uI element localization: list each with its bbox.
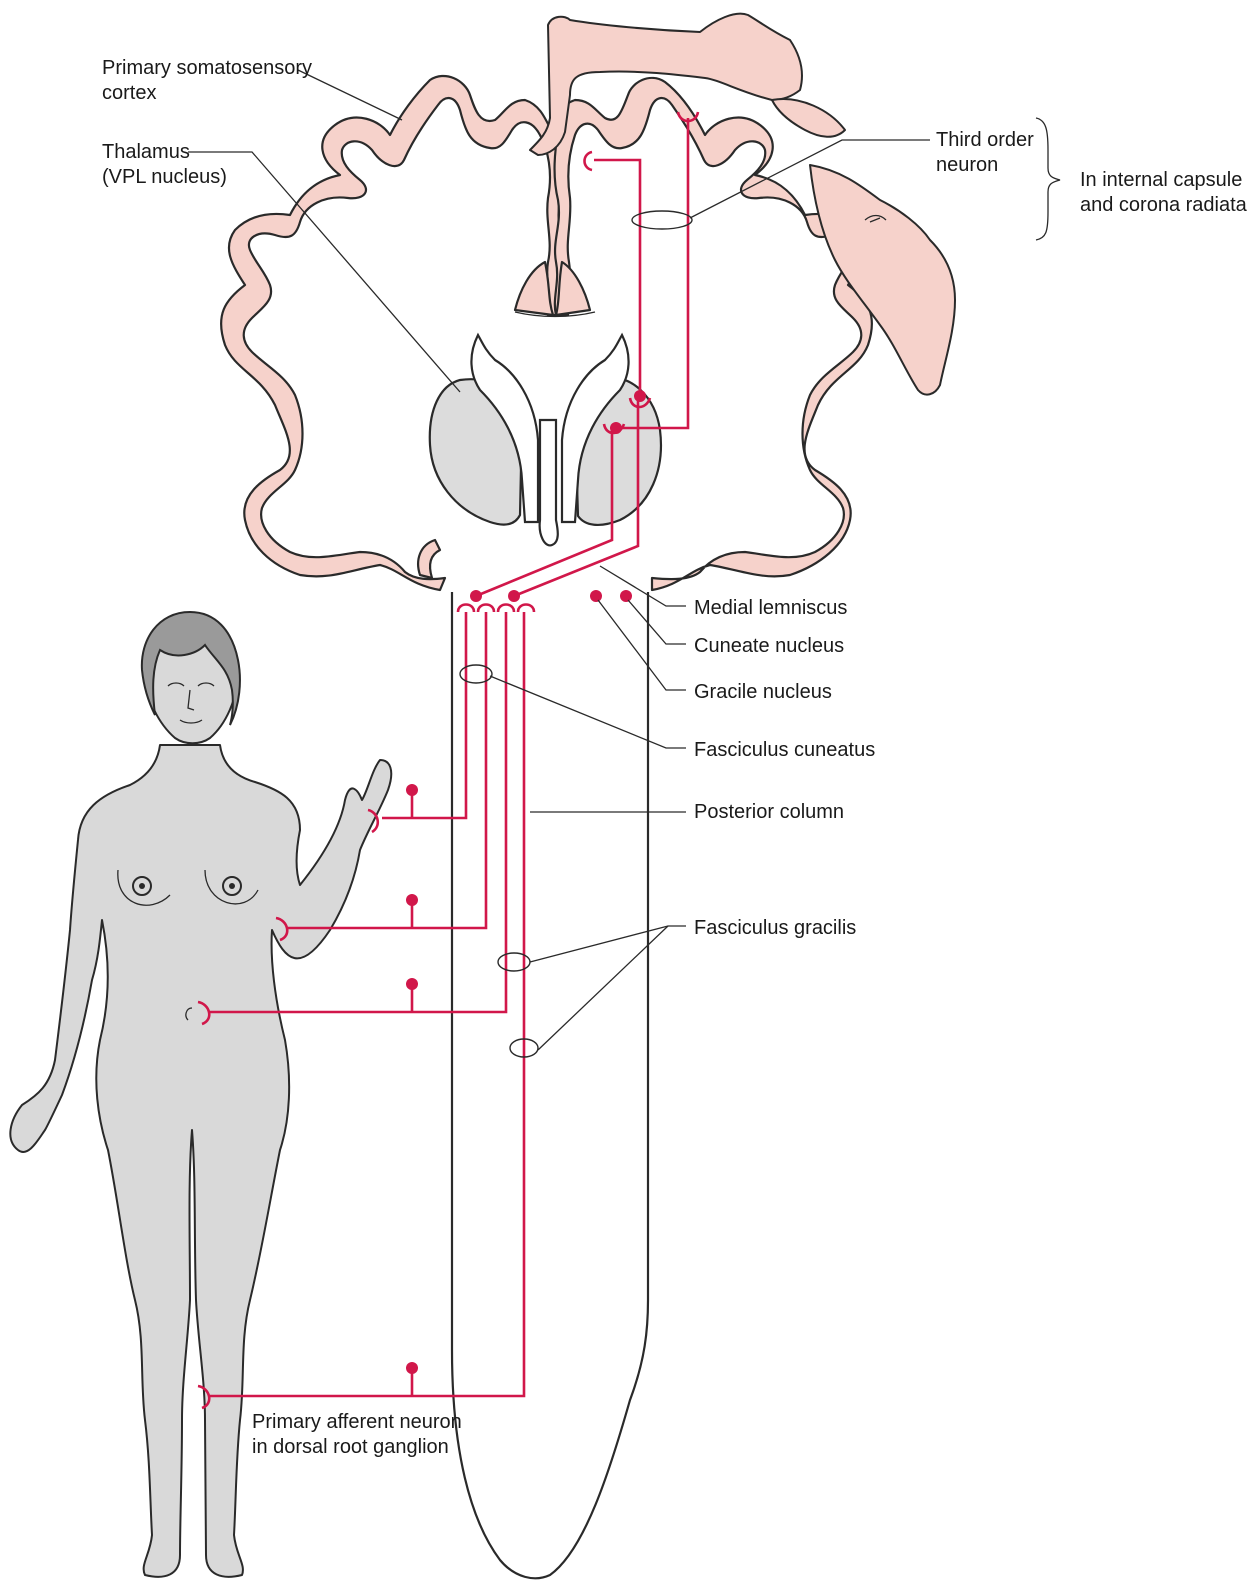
right-nipple: [222, 876, 242, 896]
label-posterior-column: Posterior column: [694, 801, 844, 823]
body-outline: [9, 744, 393, 1578]
breast-contours: [117, 869, 259, 906]
homunculus-eye: [864, 214, 887, 223]
cortex-terminal-a: [676, 111, 700, 123]
receptor-hand: [367, 808, 380, 834]
second-order-neuron-a: [475, 430, 614, 598]
neuron-pathways: [197, 111, 700, 1410]
brain-coronal-section: [220, 74, 873, 592]
labels: Primary somatosensory cortex Thalamus (V…: [102, 57, 1248, 1458]
leader-medial-lemniscus: [599, 565, 686, 607]
fasciculus-gracilis-ring-lower: [509, 1038, 539, 1058]
leader-fasciculus-cuneatus: [489, 675, 686, 749]
left-inner-sulci: [417, 538, 442, 580]
medial-gyrus: [513, 260, 555, 317]
right-nipple-center: [229, 883, 235, 889]
receptor-arm: [275, 916, 289, 942]
leader-primary-somatosensory-cortex: [297, 69, 403, 121]
label-fasciculus-gracilis: Fasciculus gracilis: [694, 917, 856, 939]
label-primary-somatosensory-cortex-line2: cortex: [102, 82, 156, 104]
medulla-terminals: [456, 603, 536, 613]
label-third-order-neuron-line1: Third order: [936, 129, 1034, 151]
leader-thalamus: [188, 151, 461, 393]
right-cortex: [553, 76, 873, 592]
label-primary-afferent-neuron-line2: in dorsal root ganglion: [252, 1436, 449, 1458]
ganglion-trunk: [406, 978, 418, 990]
sensory-homunculus: [529, 12, 956, 396]
cuneate-nucleus-marker: [620, 590, 632, 602]
medial-gyrus-right: [554, 260, 592, 317]
third-ventricle: [538, 418, 559, 547]
label-third-order-neuron-line2: neuron: [936, 154, 998, 176]
leader-cuneate-nucleus: [627, 599, 686, 645]
left-nipple: [132, 876, 152, 896]
ganglion-leg: [406, 1362, 418, 1374]
navel: [185, 1007, 193, 1021]
label-internal-capsule-line2: and corona radiata: [1080, 194, 1248, 216]
homunculus-leg: [529, 12, 803, 156]
leader-third-order-neuron: [689, 139, 930, 219]
spinal-cord: [450, 592, 650, 1580]
homunculus-face: [809, 164, 956, 396]
left-cortex: [220, 74, 564, 592]
internal-capsule-brace: [1035, 117, 1061, 241]
label-cuneate-nucleus: Cuneate nucleus: [694, 635, 844, 657]
leader-gracile-nucleus: [597, 599, 686, 691]
fasciculus-cuneatus-ring: [459, 664, 493, 684]
hair: [140, 610, 241, 726]
left-internal-capsule: [470, 332, 540, 524]
ganglion-hand: [406, 784, 418, 796]
left-nipple-center: [139, 883, 145, 889]
afferent-arm: [288, 612, 488, 930]
label-internal-capsule-line1: In internal capsule: [1080, 169, 1242, 191]
corpus-callosum-line: [514, 311, 596, 318]
thalamic-terminal-b: [628, 397, 652, 409]
label-thalamus-line2: (VPL nucleus): [102, 166, 227, 188]
afferent-trunk: [210, 612, 508, 1014]
face-features: [167, 682, 215, 724]
ganglion-arm: [406, 894, 418, 906]
homunculus-arm: [771, 98, 846, 138]
label-gracile-nucleus: Gracile nucleus: [694, 681, 832, 703]
cortex-terminal-b: [583, 150, 593, 172]
label-primary-afferent-neuron-line1: Primary afferent neuron: [252, 1411, 462, 1433]
third-order-neuron-a: [616, 118, 690, 430]
afferent-leg: [210, 612, 526, 1398]
human-figure: [9, 610, 393, 1578]
label-primary-somatosensory-cortex-line1: Primary somatosensory: [102, 57, 312, 79]
label-thalamus-line1: Thalamus: [102, 141, 190, 163]
receptor-trunk: [197, 1000, 211, 1026]
second-order-neuron-b: [513, 396, 640, 598]
gracile-nucleus-marker: [590, 590, 602, 602]
leader-fasciculus-gracilis-lower: [537, 925, 669, 1051]
label-medial-lemniscus: Medial lemniscus: [694, 597, 847, 619]
label-fasciculus-cuneatus: Fasciculus cuneatus: [694, 739, 875, 761]
receptor-leg: [197, 1384, 211, 1410]
right-internal-capsule: [560, 332, 630, 524]
leader-lines: [188, 69, 1061, 1051]
internal-capsule-ring: [631, 210, 693, 230]
third-order-neuron-b: [594, 158, 642, 396]
